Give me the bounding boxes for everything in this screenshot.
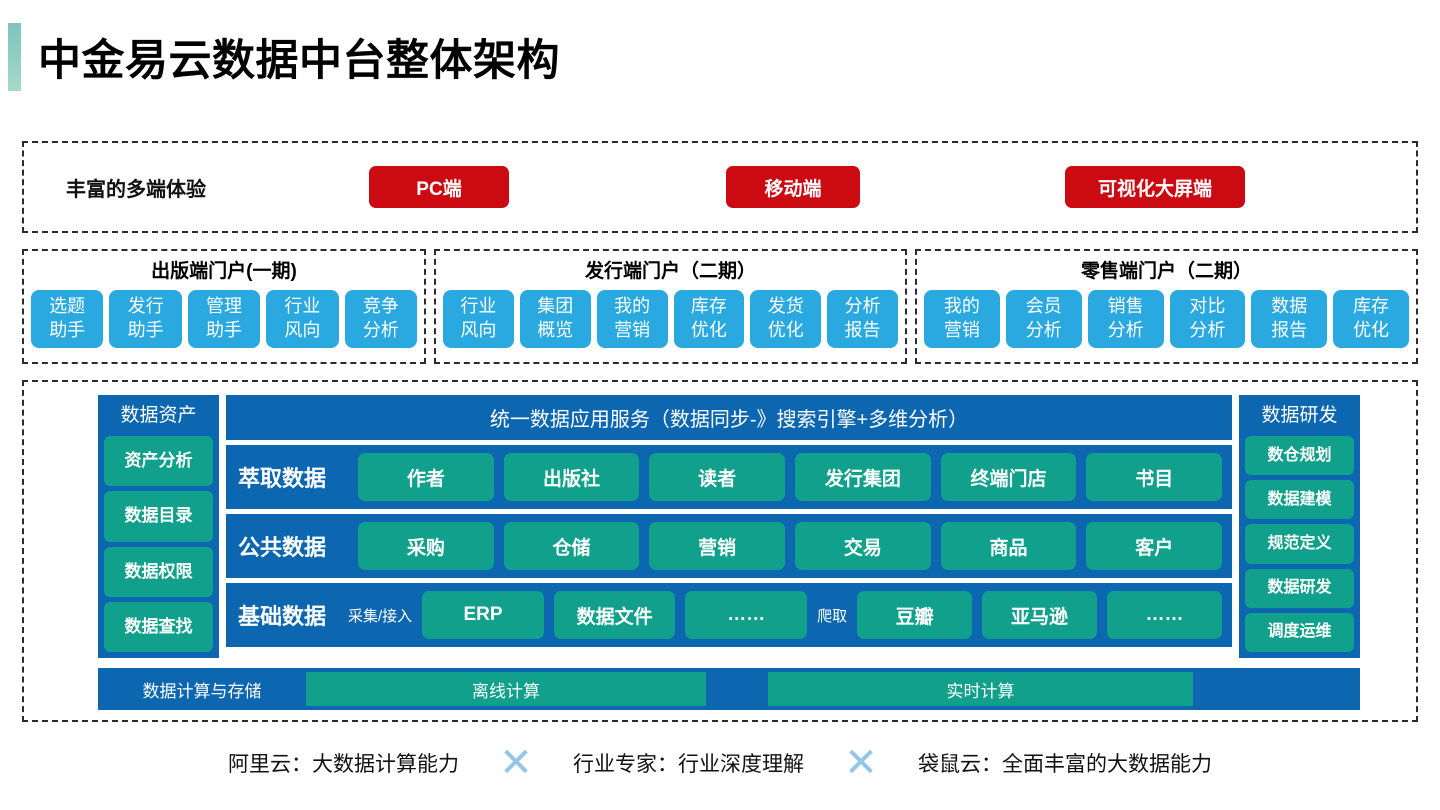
extract-chip[interactable]: 发行集团 bbox=[795, 453, 931, 501]
portal-chip[interactable]: 我的 营销 bbox=[924, 290, 1000, 348]
base-data-label: 基础数据 bbox=[238, 604, 327, 629]
data-rnd-title: 数据研发 bbox=[1261, 405, 1338, 426]
portal-chip[interactable]: 库存 优化 bbox=[1333, 290, 1409, 348]
title-row: 中金易云数据中台整体架构 bbox=[0, 22, 560, 92]
public-chip[interactable]: 仓储 bbox=[503, 522, 640, 570]
public-chip[interactable]: 商品 bbox=[940, 522, 1077, 570]
base-chip[interactable]: 亚马逊 bbox=[982, 591, 1098, 639]
data-rnd-pillar: 数据研发 数仓规划 数据建模 规范定义 数据研发 调度运维 bbox=[1239, 395, 1360, 658]
base-chip[interactable]: 数据文件 bbox=[553, 591, 676, 639]
public-chip[interactable]: 营销 bbox=[649, 522, 786, 570]
data-asset-chip[interactable]: 资产分析 bbox=[104, 436, 213, 487]
base-chip[interactable]: …… bbox=[1107, 591, 1222, 639]
base-chip[interactable]: ERP bbox=[422, 591, 544, 639]
base-data-chips-crawl: 豆瓣 亚马逊 …… bbox=[857, 583, 1222, 647]
extract-chip[interactable]: 书目 bbox=[1086, 453, 1223, 501]
portal-chip[interactable]: 管理 助手 bbox=[187, 290, 261, 348]
data-rnd-chip[interactable]: 调度运维 bbox=[1245, 612, 1354, 653]
terminal-button-pc[interactable]: PC端 bbox=[369, 166, 509, 208]
offline-compute-block[interactable]: 离线计算 bbox=[306, 672, 706, 706]
collect-access-label: 采集/接入 bbox=[348, 607, 413, 625]
cross-icon: ✕ bbox=[844, 741, 878, 785]
base-data-chips-collect: ERP 数据文件 …… bbox=[422, 583, 808, 647]
portal-chip[interactable]: 集团 概览 bbox=[519, 290, 591, 348]
footer-item-expert: 行业专家：行业深度理解 bbox=[573, 753, 804, 776]
public-chip[interactable]: 交易 bbox=[795, 522, 931, 570]
portal-chip[interactable]: 我的 营销 bbox=[596, 290, 668, 348]
multi-terminal-band: 丰富的多端体验 PC端 移动端 可视化大屏端 bbox=[22, 141, 1418, 233]
base-chip[interactable]: 豆瓣 bbox=[857, 591, 973, 639]
extract-chip[interactable]: 出版社 bbox=[503, 453, 640, 501]
terminal-button-bigscreen[interactable]: 可视化大屏端 bbox=[1065, 166, 1245, 208]
data-rnd-chip[interactable]: 数据研发 bbox=[1245, 568, 1354, 608]
unified-service-text: 统一数据应用服务（数据同步-》搜索引擎+多维分析） bbox=[489, 409, 969, 431]
base-chip[interactable]: …… bbox=[685, 591, 808, 639]
portal-chip[interactable]: 库存 优化 bbox=[673, 290, 745, 348]
portal-title: 零售端门户（二期） bbox=[1080, 261, 1252, 282]
portal-chip[interactable]: 销售 分析 bbox=[1087, 290, 1164, 348]
extract-data-row: 萃取数据 作者 出版社 读者 发行集团 终端门店 书目 bbox=[226, 445, 1232, 509]
data-asset-title: 数据资产 bbox=[120, 405, 197, 426]
portal-chip[interactable]: 行业 风向 bbox=[266, 290, 339, 348]
portal-title: 发行端门户（二期） bbox=[584, 261, 756, 282]
core-center-stack: 统一数据应用服务（数据同步-》搜索引擎+多维分析） 萃取数据 作者 出版社 读者… bbox=[226, 395, 1232, 647]
data-asset-chip[interactable]: 数据权限 bbox=[104, 546, 213, 597]
extract-data-chips: 作者 出版社 读者 发行集团 终端门店 书目 bbox=[358, 445, 1223, 509]
unified-service-bar: 统一数据应用服务（数据同步-》搜索引擎+多维分析） bbox=[226, 395, 1232, 440]
data-asset-pillar: 数据资产 资产分析 数据目录 数据权限 数据查找 bbox=[98, 395, 219, 658]
portal-chip-row: 行业 风向 集团 概览 我的 营销 库存 优化 发货 优化 分析 报告 bbox=[443, 290, 898, 348]
public-data-row: 公共数据 采购 仓储 营销 交易 商品 客户 bbox=[226, 514, 1232, 578]
footer-item-dtstack: 袋鼠云：全面丰富的大数据能力 bbox=[918, 753, 1212, 776]
public-chip[interactable]: 采购 bbox=[358, 522, 494, 570]
extract-chip[interactable]: 读者 bbox=[649, 453, 786, 501]
public-data-label: 公共数据 bbox=[238, 535, 327, 560]
portal-chip[interactable]: 选题 助手 bbox=[30, 290, 104, 348]
base-data-row: 基础数据 采集/接入 ERP 数据文件 …… 爬取 豆瓣 亚马逊 …… bbox=[226, 583, 1232, 647]
portal-retail: 零售端门户（二期） 我的 营销 会员 分析 销售 分析 对比 分析 数据 报告 … bbox=[915, 249, 1418, 364]
portal-chip[interactable]: 竞争 分析 bbox=[344, 290, 418, 348]
data-asset-chip[interactable]: 数据目录 bbox=[104, 491, 213, 542]
portal-chip[interactable]: 分析 报告 bbox=[827, 290, 898, 348]
portal-publishing: 出版端门户(一期) 选题 助手 发行 助手 管理 助手 行业 风向 竞争 分析 bbox=[22, 249, 426, 364]
portal-chip-row: 我的 营销 会员 分析 销售 分析 对比 分析 数据 报告 库存 优化 bbox=[924, 290, 1409, 348]
data-rnd-chip[interactable]: 数据建模 bbox=[1245, 480, 1354, 520]
realtime-compute-block[interactable]: 实时计算 bbox=[768, 672, 1193, 706]
cross-icon: ✕ bbox=[499, 741, 533, 785]
portal-chip[interactable]: 会员 分析 bbox=[1005, 290, 1082, 348]
portal-title: 出版端门户(一期) bbox=[151, 261, 297, 282]
portal-chip[interactable]: 数据 报告 bbox=[1251, 290, 1328, 348]
platform-core-inner: 数据资产 资产分析 数据目录 数据权限 数据查找 统一数据应用服务（数据同步-》… bbox=[98, 395, 1360, 710]
page-title: 中金易云数据中台整体架构 bbox=[38, 37, 560, 85]
footer-item-aliyun: 阿里云：大数据计算能力 bbox=[228, 753, 459, 776]
portal-chip[interactable]: 行业 风向 bbox=[443, 290, 514, 348]
portal-chip[interactable]: 发货 优化 bbox=[750, 290, 822, 348]
crawl-label: 爬取 bbox=[817, 607, 848, 625]
portals-band: 出版端门户(一期) 选题 助手 发行 助手 管理 助手 行业 风向 竞争 分析 … bbox=[22, 249, 1418, 364]
data-rnd-chip[interactable]: 规范定义 bbox=[1245, 524, 1354, 564]
data-rnd-chip[interactable]: 数仓规划 bbox=[1245, 436, 1354, 476]
public-chip[interactable]: 客户 bbox=[1086, 522, 1223, 570]
footer-row: 阿里云：大数据计算能力 ✕ 行业专家：行业深度理解 ✕ 袋鼠云：全面丰富的大数据… bbox=[0, 738, 1440, 788]
multi-terminal-label: 丰富的多端体验 bbox=[66, 178, 206, 201]
portal-chip[interactable]: 发行 助手 bbox=[109, 290, 182, 348]
platform-core-band: 数据资产 资产分析 数据目录 数据权限 数据查找 统一数据应用服务（数据同步-》… bbox=[22, 380, 1418, 722]
portal-distribution: 发行端门户（二期） 行业 风向 集团 概览 我的 营销 库存 优化 发货 优化 … bbox=[434, 249, 907, 364]
portal-chip-row: 选题 助手 发行 助手 管理 助手 行业 风向 竞争 分析 bbox=[30, 290, 418, 348]
title-accent-bar bbox=[8, 23, 21, 91]
extract-data-label: 萃取数据 bbox=[238, 466, 327, 491]
compute-storage-label: 数据计算与存储 bbox=[142, 681, 262, 701]
extract-chip[interactable]: 作者 bbox=[358, 453, 494, 501]
terminal-button-mobile[interactable]: 移动端 bbox=[726, 166, 860, 208]
extract-chip[interactable]: 终端门店 bbox=[940, 453, 1077, 501]
public-data-chips: 采购 仓储 营销 交易 商品 客户 bbox=[358, 514, 1223, 578]
portal-chip[interactable]: 对比 分析 bbox=[1169, 290, 1246, 348]
data-asset-chip[interactable]: 数据查找 bbox=[104, 601, 213, 652]
compute-storage-bar: 数据计算与存储 离线计算 实时计算 bbox=[98, 668, 1360, 710]
